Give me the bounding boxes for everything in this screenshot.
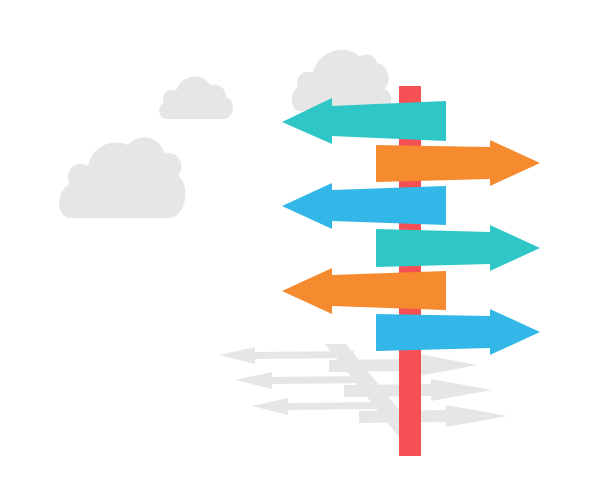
post-shadow xyxy=(325,344,420,436)
arrow-5 xyxy=(282,268,446,314)
shadow-arrow-1 xyxy=(219,347,354,364)
cloud-large-left xyxy=(59,137,186,218)
clouds xyxy=(59,49,392,218)
shadow-arrow-5 xyxy=(252,398,385,415)
arrow-2 xyxy=(376,140,540,186)
signpost-post xyxy=(399,86,421,456)
shadow-arrow-3 xyxy=(235,372,370,389)
signs xyxy=(282,98,540,355)
arrow-6 xyxy=(376,309,540,355)
cloud-behind-post xyxy=(291,49,392,111)
arrow-4 xyxy=(376,225,540,271)
arrow-3 xyxy=(282,183,446,229)
arrow-1 xyxy=(282,98,446,144)
ground-shadows xyxy=(219,344,508,436)
cloud-small-top xyxy=(159,76,233,119)
